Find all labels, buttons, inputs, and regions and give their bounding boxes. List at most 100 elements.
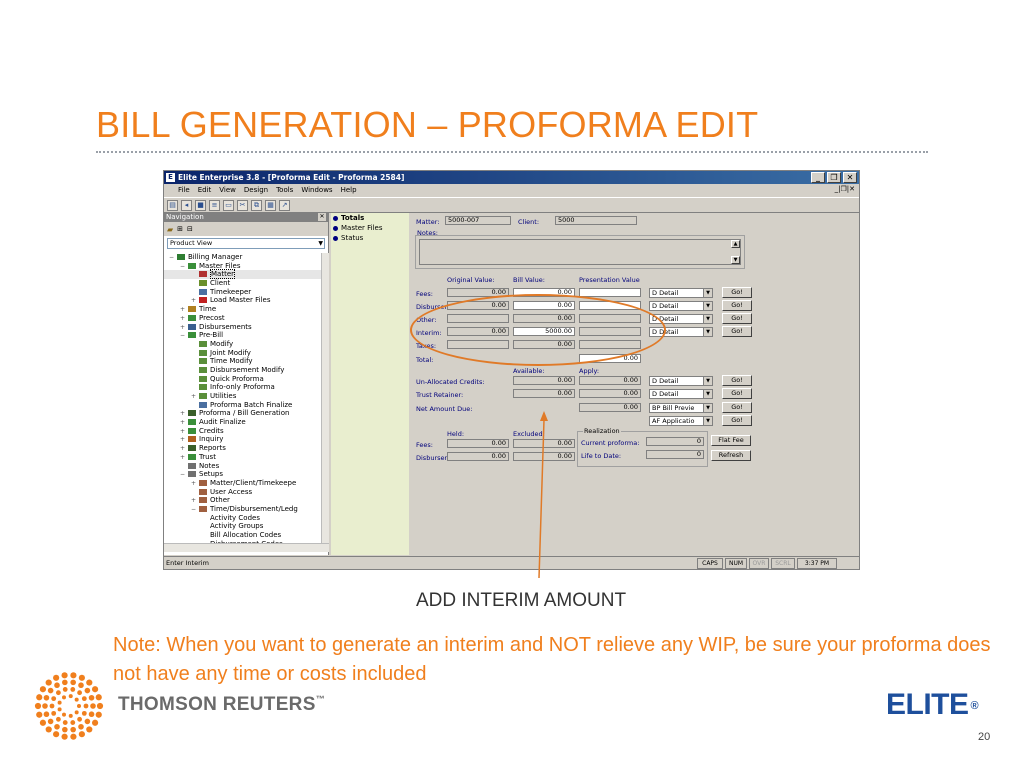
menu-windows[interactable]: Windows: [301, 186, 333, 194]
tree-item[interactable]: Proforma Batch Finalize: [164, 401, 321, 410]
tree-item[interactable]: +Credits: [164, 427, 321, 436]
menu-edit[interactable]: Edit: [197, 186, 212, 194]
client-field[interactable]: 5000: [555, 216, 637, 225]
menu-tools[interactable]: Tools: [276, 186, 294, 194]
menu-view[interactable]: View: [219, 186, 236, 194]
tree-item[interactable]: +Reports: [164, 444, 321, 453]
trust-detail-select[interactable]: D Detail▼: [649, 389, 713, 399]
section-status[interactable]: Status: [331, 233, 409, 243]
section-totals[interactable]: Totals: [331, 213, 409, 223]
tree-item[interactable]: +Audit Finalize: [164, 418, 321, 427]
product-view-select[interactable]: Product View ▼: [167, 238, 325, 249]
bill-preview-go-button[interactable]: Go!: [722, 402, 752, 413]
section-master-files[interactable]: Master Files: [331, 223, 409, 233]
unallocated-apply-field[interactable]: 0.00: [579, 376, 641, 385]
tree-item[interactable]: −Billing Manager: [164, 253, 321, 262]
tree-item[interactable]: Activity Groups: [164, 522, 321, 531]
chart-icon[interactable]: ↗: [279, 199, 290, 211]
expand-icon[interactable]: +: [179, 323, 186, 331]
collapse-icon[interactable]: −: [179, 332, 186, 340]
back-icon[interactable]: ◂: [181, 199, 192, 211]
tree-item[interactable]: +Utilities: [164, 392, 321, 401]
properties-icon[interactable]: ≡: [209, 199, 220, 211]
go-button[interactable]: Go!: [722, 313, 752, 324]
menu-design[interactable]: Design: [243, 186, 269, 194]
print-icon[interactable]: ▭: [223, 199, 234, 211]
expand-icon[interactable]: +: [190, 479, 197, 487]
notes-field[interactable]: [419, 239, 741, 265]
presentation-value-field[interactable]: [579, 288, 641, 297]
detail-select[interactable]: D Detail▼: [649, 301, 713, 311]
tree-item[interactable]: +Trust: [164, 453, 321, 462]
expand-icon[interactable]: +: [179, 453, 186, 461]
expand-icon[interactable]: +: [179, 445, 186, 453]
tree-item[interactable]: −Time/Disbursement/Ledg: [164, 505, 321, 514]
tree-item[interactable]: +Inquiry: [164, 435, 321, 444]
tree-item[interactable]: +Disbursements: [164, 323, 321, 332]
tree-item[interactable]: Joint Modify: [164, 349, 321, 358]
restore-button[interactable]: ❐: [827, 172, 841, 183]
expand-icon[interactable]: +: [190, 497, 197, 505]
menu-help[interactable]: Help: [340, 186, 357, 194]
unallocated-detail-select[interactable]: D Detail▼: [649, 376, 713, 386]
scroll-down-icon[interactable]: ▼: [731, 256, 740, 264]
navigation-toggle-icon[interactable]: ▤: [167, 199, 178, 211]
tree-item[interactable]: Notes: [164, 462, 321, 471]
matter-field[interactable]: 5000-007: [445, 216, 511, 225]
expand-icon[interactable]: +: [179, 314, 186, 322]
tree-item[interactable]: Info-only Proforma: [164, 383, 321, 392]
close-button[interactable]: ✕: [843, 172, 857, 183]
mdi-window-buttons[interactable]: _|❐|✕: [834, 185, 855, 193]
bill-preview-select[interactable]: BP Bill Previe▼: [649, 403, 713, 413]
expand-icon[interactable]: +: [179, 419, 186, 427]
tree-item[interactable]: −Master Files: [164, 262, 321, 271]
open-folder-icon[interactable]: ▰: [167, 224, 174, 234]
expand-icon[interactable]: +: [179, 427, 186, 435]
tree-item[interactable]: Disbursement Codes: [164, 540, 321, 543]
expand-icon[interactable]: +: [190, 297, 197, 305]
tree-vertical-scrollbar[interactable]: [321, 253, 329, 543]
collapse-all-icon[interactable]: ⊟: [187, 225, 193, 233]
trust-apply-field[interactable]: 0.00: [579, 389, 641, 398]
tree-item[interactable]: +Matter/Client/Timekeepe: [164, 479, 321, 488]
refresh-button[interactable]: Refresh: [711, 450, 751, 461]
menu-file[interactable]: File: [178, 186, 190, 194]
tree-item[interactable]: +Other: [164, 496, 321, 505]
collapse-icon[interactable]: −: [168, 254, 175, 261]
collapse-icon[interactable]: −: [190, 505, 197, 513]
tree-item[interactable]: User Access: [164, 488, 321, 497]
tree-item[interactable]: −Setups: [164, 470, 321, 479]
tree-item[interactable]: Quick Proforma: [164, 375, 321, 384]
expand-icon[interactable]: +: [179, 436, 186, 444]
tree-item[interactable]: +Proforma / Bill Generation: [164, 409, 321, 418]
tree-item[interactable]: Time Modify: [164, 357, 321, 366]
expand-all-icon[interactable]: ⊞: [177, 225, 184, 233]
go-button[interactable]: Go!: [722, 300, 752, 311]
expand-icon[interactable]: +: [179, 306, 186, 314]
tree-item[interactable]: Activity Codes: [164, 514, 321, 523]
tree-item[interactable]: Bill Allocation Codes: [164, 531, 321, 540]
tree-horizontal-scrollbar[interactable]: [164, 543, 329, 552]
collapse-icon[interactable]: −: [179, 471, 186, 479]
go-button[interactable]: Go!: [722, 287, 752, 298]
copy-icon[interactable]: ⧉: [251, 199, 262, 211]
trust-go-button[interactable]: Go!: [722, 388, 752, 399]
flat-fee-button[interactable]: Flat Fee: [711, 435, 751, 446]
paste-icon[interactable]: ▦: [265, 199, 276, 211]
tree-item[interactable]: +Time: [164, 305, 321, 314]
navigation-close-icon[interactable]: ✕: [318, 213, 326, 221]
expand-icon[interactable]: +: [190, 393, 197, 400]
minimize-button[interactable]: _: [811, 172, 825, 183]
tree-item[interactable]: +Precost: [164, 314, 321, 323]
tree-item[interactable]: −Pre-Bill: [164, 331, 321, 340]
detail-select[interactable]: D Detail▼: [649, 288, 713, 298]
collapse-icon[interactable]: −: [179, 262, 186, 270]
go-button[interactable]: Go!: [722, 326, 752, 337]
application-go-button[interactable]: Go!: [722, 415, 752, 426]
cut-icon[interactable]: ✂: [237, 199, 248, 211]
tree-item[interactable]: +Load Master Files: [164, 296, 321, 305]
unallocated-go-button[interactable]: Go!: [722, 375, 752, 386]
tree-item[interactable]: Client: [164, 279, 321, 288]
application-select[interactable]: AF Applicatio▼: [649, 416, 713, 426]
tree-item[interactable]: Modify: [164, 340, 321, 349]
